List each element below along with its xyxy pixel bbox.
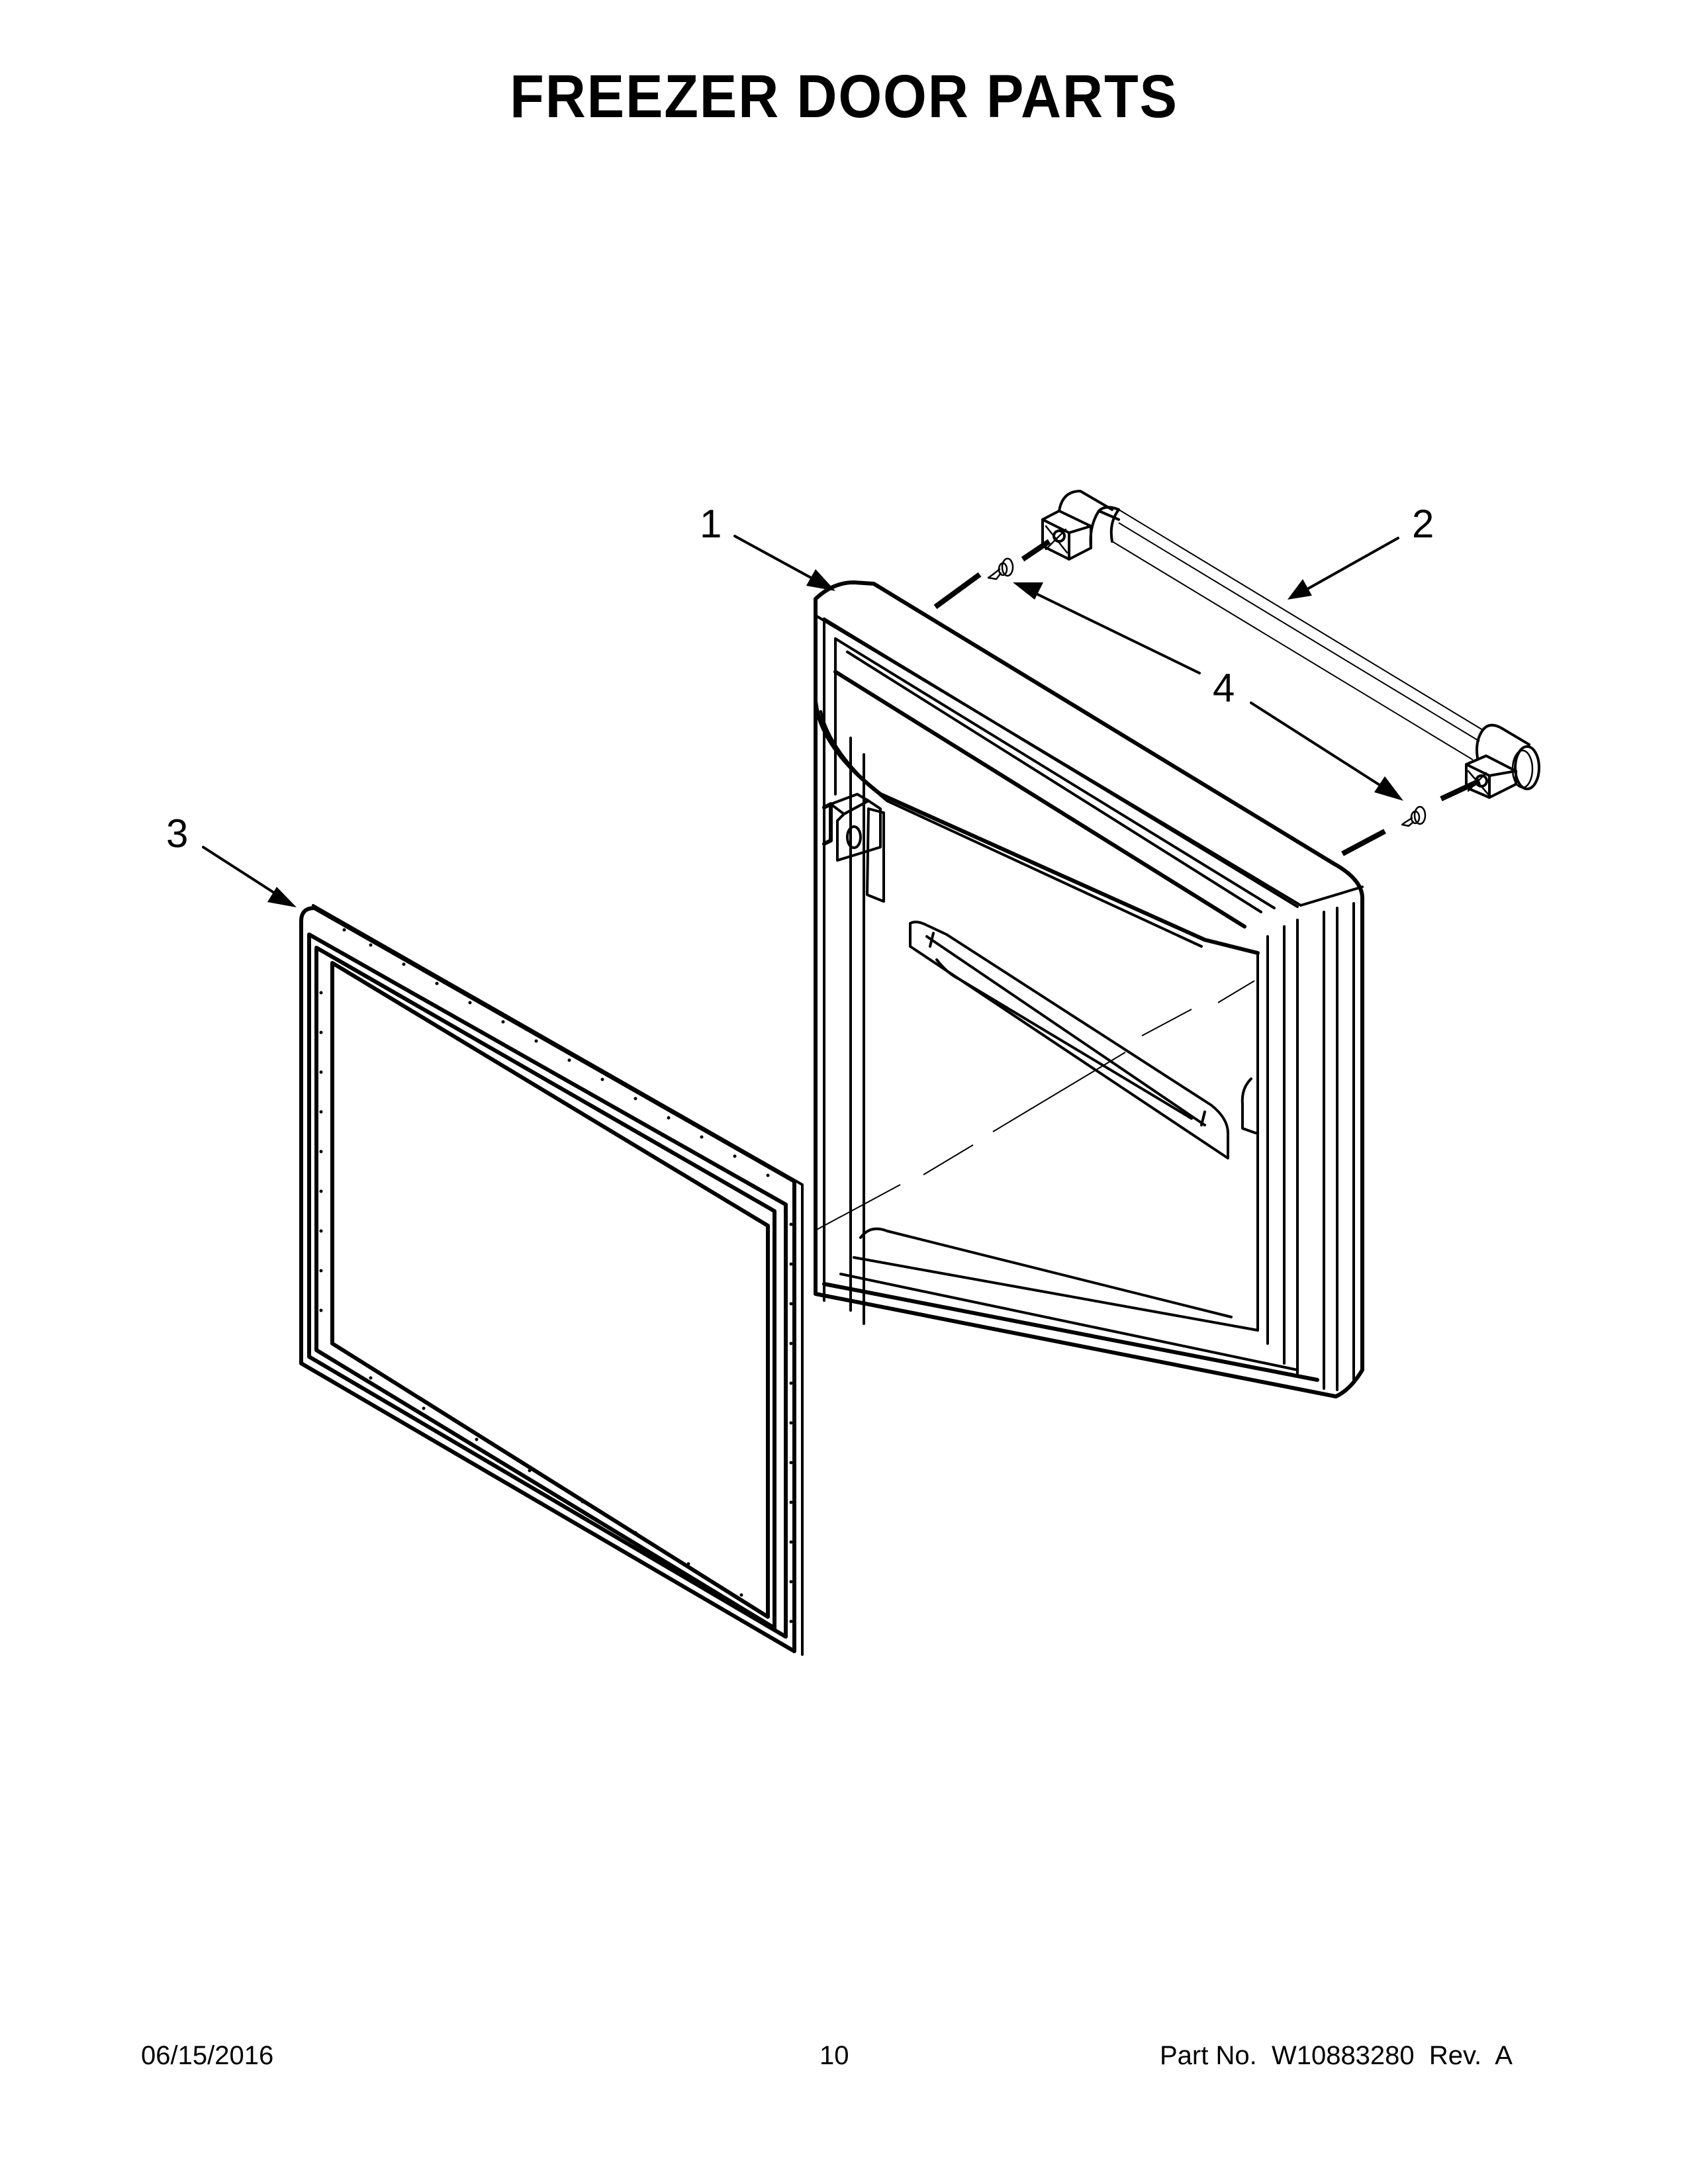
freezer-door-drawing xyxy=(814,580,1365,1398)
handle-screw-1 xyxy=(987,557,1014,580)
door-gasket-drawing xyxy=(299,904,804,1656)
handle-screw-2 xyxy=(1401,805,1427,827)
bin-handle xyxy=(909,921,1229,1160)
callout-4: 4 xyxy=(1213,666,1235,710)
page-title: FREEZER DOOR PARTS xyxy=(510,63,1178,130)
callout-1: 1 xyxy=(700,502,722,546)
callout-3: 3 xyxy=(166,811,189,856)
footer-part-number: Part No. W10883280 Rev. A xyxy=(1160,2041,1513,2070)
footer-page-number: 10 xyxy=(820,2041,849,2070)
explode-lines xyxy=(814,539,1481,1232)
callout-2: 2 xyxy=(1412,502,1434,546)
leader-lines xyxy=(202,535,1403,907)
footer-date: 06/15/2016 xyxy=(141,2041,274,2070)
hinge-bracket xyxy=(822,793,885,903)
door-handle-drawing xyxy=(1041,490,1540,799)
gasket-dot-texture xyxy=(319,928,793,1623)
